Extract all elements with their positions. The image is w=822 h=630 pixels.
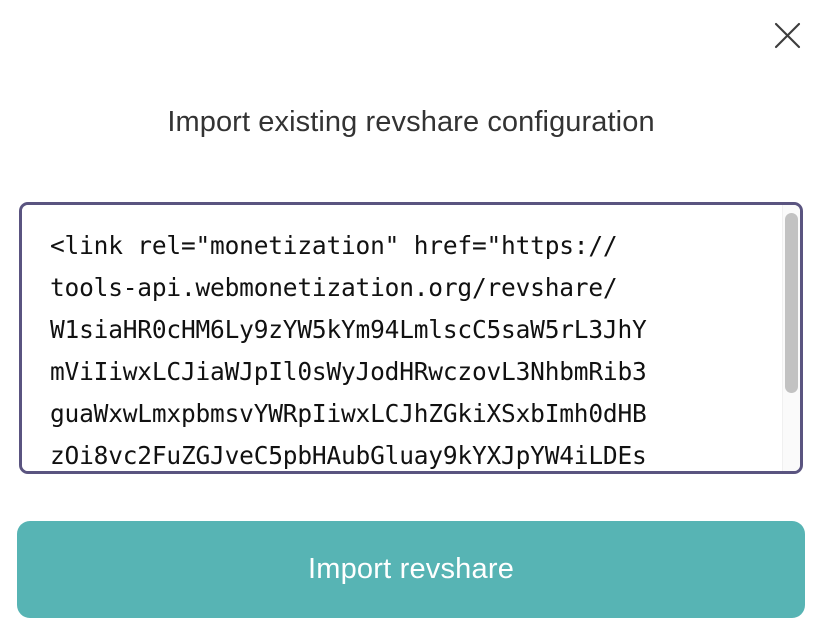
import-revshare-button[interactable]: Import revshare bbox=[17, 521, 805, 618]
code-line: zOi8vc2FuZGJveC5pbHAubGluay9kYXJpYW4iLDE… bbox=[50, 441, 647, 470]
revshare-config-textarea[interactable]: <link rel="monetization" href="https:// … bbox=[19, 202, 803, 474]
dialog-title: Import existing revshare configuration bbox=[167, 106, 655, 138]
close-x-glyph bbox=[774, 22, 800, 48]
scrollbar-thumb[interactable] bbox=[785, 213, 798, 393]
import-revshare-button-label: Import revshare bbox=[307, 553, 515, 585]
code-line: tools-api.webmonetization.org/revshare/ bbox=[50, 273, 618, 302]
code-line: <link rel="monetization" href="https:// bbox=[50, 231, 618, 260]
code-line: W1siaHR0cHM6Ly9zYW5kYm94LmlscC5saW5rL3Jh… bbox=[50, 315, 647, 344]
code-line: guaWxwLmxpbmsvYWRpIiwxLCJhZGkiXSxbImh0dH… bbox=[50, 399, 647, 428]
code-line: mViIiwxLCJiaWJpIl0sWyJodHRwczovL3NhbmRib… bbox=[50, 357, 647, 386]
textarea-scrollbar[interactable] bbox=[782, 205, 800, 471]
close-icon[interactable] bbox=[766, 14, 808, 56]
code-content[interactable]: <link rel="monetization" href="https:// … bbox=[22, 205, 782, 471]
